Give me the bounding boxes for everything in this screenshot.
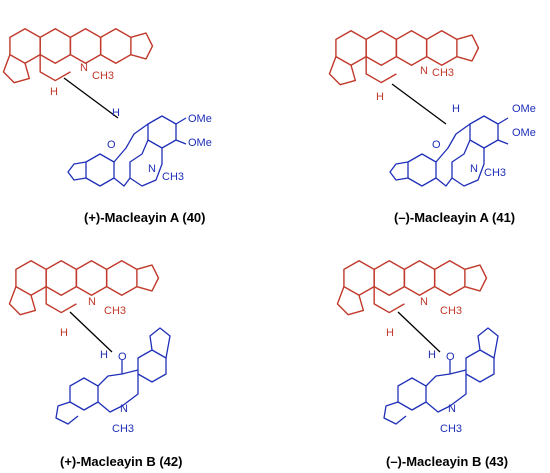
compound-40-structure: N CH3 H H O OMe OMe N CH3 (+)-Macleayin … (2, 28, 212, 225)
methoxy-label-1: OMe (188, 113, 212, 125)
methyl-label-low: CH3 (484, 167, 506, 179)
compound-caption: (–)-Macleayin A (41) (394, 210, 515, 225)
compound-caption: (–)-Macleayin B (43) (386, 454, 508, 469)
hydrogen-label-low: H (100, 349, 108, 361)
nitrogen-label-low: N (120, 403, 128, 415)
connecting-bond (397, 311, 441, 353)
hydrogen-label-top: H (376, 91, 384, 103)
compound-41-structure: N CH3 H H O OMe OMe N CH3 (–)-Macleayin … (328, 30, 536, 225)
nitrogen-label-top: N (420, 296, 428, 308)
keto-oxygen-label: O (118, 351, 127, 363)
nitrogen-label-top: N (420, 65, 428, 77)
compound-42-structure: N CH3 H H O N CH3 (+)-Macleayin B (42) (8, 260, 182, 469)
methyl-label-low: CH3 (440, 423, 462, 435)
keto-oxygen-label: O (446, 351, 455, 363)
keto-oxygen-label: O (107, 139, 116, 151)
nitrogen-label-top: N (88, 296, 96, 308)
hydrogen-label-top: H (386, 327, 394, 339)
methyl-label-top: CH3 (432, 67, 454, 79)
methyl-label-low: CH3 (112, 423, 134, 435)
methoxy-label-1: OMe (512, 103, 536, 115)
compound-43-structure: N CH3 H H O N CH3 (–)-Macleayin B (43) (336, 260, 508, 469)
methoxy-label-2: OMe (188, 137, 212, 149)
compound-caption: (+)-Macleayin A (40) (84, 210, 206, 225)
compound-caption: (+)-Macleayin B (42) (60, 454, 182, 469)
connecting-bond (69, 311, 113, 353)
hydrogen-label-top: H (50, 86, 58, 98)
methyl-label-top: CH3 (92, 70, 114, 82)
hydrogen-label-top: H (60, 327, 68, 339)
nitrogen-label-top: N (80, 62, 88, 74)
methyl-label-top: CH3 (440, 305, 462, 317)
nitrogen-label-low: N (148, 163, 156, 175)
nitrogen-label-low: N (470, 163, 478, 175)
hydrogen-label-low: H (452, 103, 460, 115)
keto-oxygen-label: O (432, 139, 441, 151)
methyl-label-low: CH3 (162, 171, 184, 183)
methyl-label-top: CH3 (104, 305, 126, 317)
methoxy-label-2: OMe (512, 127, 536, 139)
connecting-bond (63, 77, 119, 119)
connecting-bond (391, 83, 447, 125)
hydrogen-label-low: H (112, 107, 120, 119)
nitrogen-label-low: N (448, 403, 456, 415)
hydrogen-label-low: H (428, 349, 436, 361)
